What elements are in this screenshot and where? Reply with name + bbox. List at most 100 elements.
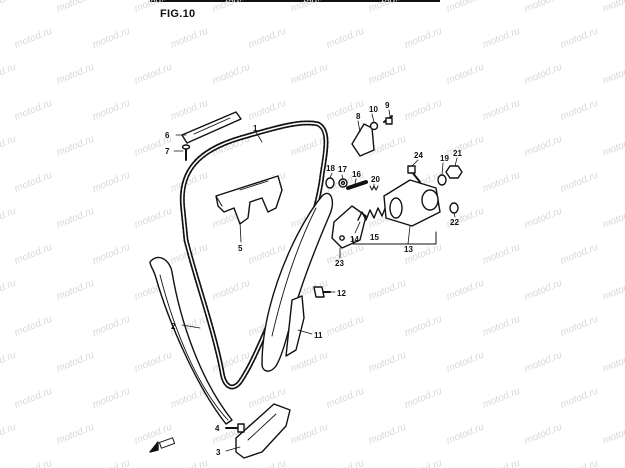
watermark-text: motod.ru [211, 278, 252, 303]
guide-bracket [235, 403, 291, 459]
watermark-text: motod.ru [559, 458, 600, 468]
watermark-text: motod.ru [91, 26, 132, 51]
watermark-text: motod.ru [169, 26, 210, 51]
watermark-text: motod.ru [247, 458, 288, 468]
watermark-text: motod.ru [559, 26, 600, 51]
watermark-text: motod.ru [481, 242, 522, 267]
watermark-text: motod.ru [481, 314, 522, 339]
watermark-text: motod.ru [601, 350, 625, 375]
watermark-text: motod.ru [403, 314, 444, 339]
watermark-text: motod.ru [367, 278, 408, 303]
callout-guide-plate: 6 [165, 131, 170, 140]
watermark-text: motod.ru [211, 62, 252, 87]
watermark-text: motod.ru [403, 386, 444, 411]
callout-tensioner-body: 13 [404, 245, 413, 254]
callout-rod-washer: 17 [338, 165, 347, 174]
watermark-text: motod.ru [91, 242, 132, 267]
watermark-text: motod.ru [91, 458, 132, 468]
watermark-text: motod.ru [367, 62, 408, 87]
callout-rod-pin: 16 [352, 170, 361, 179]
callout-cap-bolt: 9 [385, 101, 390, 110]
watermark-text: motod.ru [133, 0, 174, 15]
watermark-text: motod.ru [559, 314, 600, 339]
callout-tensioner-assembly: 15 [370, 233, 379, 242]
watermark-text: motod.ru [481, 458, 522, 468]
callout-upper-chain-guide: 5 [238, 244, 243, 253]
rod-pin [346, 180, 368, 190]
cap-washer [369, 121, 379, 131]
watermark-text: motod.ru [0, 206, 18, 231]
mount-bolt [407, 165, 421, 183]
watermark-text: motod.ru [55, 62, 96, 87]
watermark-text: motod.ru [523, 134, 564, 159]
front-arrow-icon [149, 437, 176, 453]
watermark-text: motod.ru [601, 278, 625, 303]
callout-cap-washer: 10 [369, 105, 378, 114]
figure-title: FIG.10 [160, 8, 196, 20]
watermark-text: motod.ru [445, 62, 486, 87]
watermark-text: motod.ru [211, 0, 252, 15]
lock-nut [437, 174, 447, 186]
watermark-text: motod.ru [13, 26, 54, 51]
watermark-text: motod.ru [13, 386, 54, 411]
watermark-text: motod.ru [445, 422, 486, 447]
watermark-text: motod.ru [13, 242, 54, 267]
watermark-text: motod.ru [247, 26, 288, 51]
callout-shoe-bolt: 12 [337, 289, 346, 298]
tensioner-body [383, 179, 441, 227]
watermark-text: motod.ru [13, 170, 54, 195]
watermark-text: motod.ru [481, 26, 522, 51]
watermark-text: motod.ru [367, 422, 408, 447]
watermark-text: motod.ru [523, 0, 564, 15]
watermark-text: motod.ru [601, 0, 625, 15]
watermark-text: motod.ru [523, 62, 564, 87]
watermark-text: motod.ru [403, 458, 444, 468]
watermark-text: motod.ru [247, 242, 288, 267]
watermark-text: motod.ru [403, 98, 444, 123]
callout-guide-bracket: 3 [216, 448, 221, 457]
watermark-text: motod.ru [559, 242, 600, 267]
watermark-text: motod.ru [55, 206, 96, 231]
rod-nut [325, 177, 335, 189]
callout-mount-bolt: 24 [414, 151, 423, 160]
watermark-text: motod.ru [445, 350, 486, 375]
watermark-text: motod.ru [481, 170, 522, 195]
adjuster-nut [445, 165, 463, 179]
callout-small-spring: 20 [371, 175, 380, 184]
tensioner-shoe [261, 192, 334, 372]
watermark-text: motod.ru [325, 314, 366, 339]
watermark-text: motod.ru [169, 458, 210, 468]
rear-chain-guide [149, 256, 233, 425]
watermark-text: motod.ru [91, 170, 132, 195]
cap-bolt [383, 115, 393, 125]
watermark-text: motod.ru [0, 0, 18, 15]
watermark-text: motod.ru [169, 98, 210, 123]
watermark-text: motod.ru [0, 134, 18, 159]
watermark-text: motod.ru [367, 0, 408, 15]
tensioner-spring [449, 202, 459, 214]
leader-lines [173, 109, 458, 452]
upper-chain-guide [215, 175, 283, 225]
watermark-text: motod.ru [559, 98, 600, 123]
watermark-text: motod.ru [403, 26, 444, 51]
watermark-text: motod.ru [133, 206, 174, 231]
push-rod [357, 205, 387, 221]
watermark-text: motod.ru [133, 62, 174, 87]
watermark-text: motod.ru [367, 350, 408, 375]
callout-rear-chain-guide: 2 [171, 322, 176, 331]
watermark-text: motod.ru [445, 278, 486, 303]
watermark-text: motod.ru [445, 0, 486, 15]
bracket-bolt [225, 423, 245, 433]
watermark-text: motod.ru [481, 386, 522, 411]
callout-gasket: 23 [335, 259, 344, 268]
watermark-text: motod.ru [247, 98, 288, 123]
watermark-text: motod.ru [133, 350, 174, 375]
watermark-text: motod.ru [55, 134, 96, 159]
tensioner-cap [351, 123, 375, 157]
gasket [331, 205, 367, 249]
watermark-text: motod.ru [601, 62, 625, 87]
watermark-text: motod.ru [13, 314, 54, 339]
watermark-text: motod.ru [523, 350, 564, 375]
